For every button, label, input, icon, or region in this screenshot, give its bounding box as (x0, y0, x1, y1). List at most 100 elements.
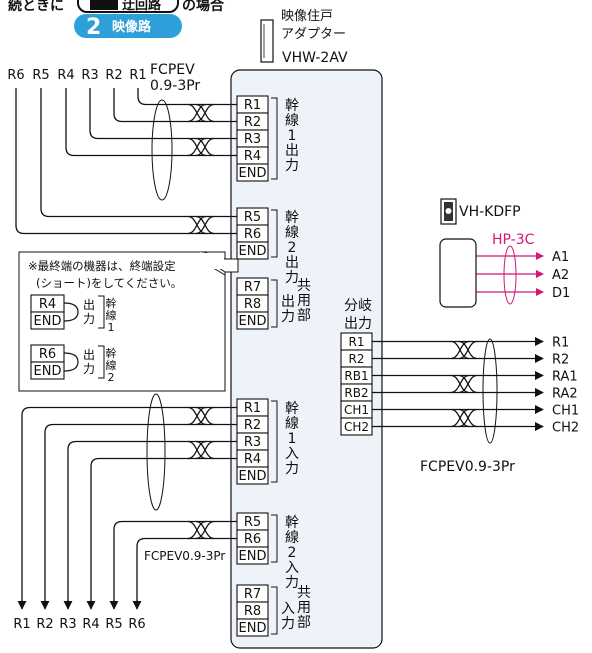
bottom-wire (21, 406, 237, 608)
short-loop (63, 352, 79, 372)
adapter-icon (260, 19, 274, 63)
top-wire-label: R3 (81, 68, 98, 83)
group-label-char: 2 (288, 240, 297, 256)
terminal-label: END (239, 314, 267, 329)
bottom-wire-label: R4 (82, 617, 99, 632)
note-out-label: 出 (83, 298, 95, 312)
device-output-label: A2 (552, 268, 569, 283)
top-wire-label: R5 (32, 68, 49, 83)
terminal-label: R3 (244, 132, 261, 147)
group-label-char: 力 (281, 309, 295, 325)
header-box-fill (90, 0, 118, 10)
group-label-char: 入 (285, 446, 299, 462)
note-line2: (ショート)をしてください。 (36, 276, 182, 290)
group-label-char: 幹 (285, 97, 299, 114)
terminal-end (236, 163, 269, 182)
group-label-char: 入 (281, 601, 295, 617)
branch-terminal (340, 417, 373, 436)
group-bracket (271, 514, 278, 563)
terminal-label: END (239, 549, 267, 564)
group-label-char: 1 (288, 128, 297, 144)
group-bracket (271, 586, 278, 635)
note-ex-label: 幹 (106, 346, 117, 360)
terminal-label: R2 (244, 418, 261, 433)
note-box: ※最終端の機器は、終端設定 (ショート)をしてください。 R4END出力幹線1R… (18, 251, 239, 392)
device-output-label: A1 (552, 250, 569, 265)
branch-output-label: R2 (552, 353, 569, 368)
twist-mark (187, 137, 207, 157)
note-ex-label: 線 (106, 358, 117, 372)
cable-bottom: FCPEV0.9-3Pr (144, 549, 225, 563)
group-label-char: 2 (288, 545, 297, 561)
terminal-blocks: R1R2R3R4END幹線1出力R5R6END幹線2出力R7R8END出力共用部… (236, 95, 474, 637)
group-label-char: 出 (281, 294, 295, 310)
group-label-char: 線 (285, 225, 299, 241)
group-sublabel-char: 部 (297, 308, 311, 324)
twist-mark (450, 340, 470, 360)
branch-terminal-label: RB2 (344, 386, 368, 400)
header-boxed: 迂回路 (122, 0, 162, 13)
top-wire-label: R2 (105, 68, 122, 83)
branch-terminal-label: CH2 (344, 420, 369, 434)
twist-mark (195, 440, 215, 460)
group-label: 入力 (281, 601, 295, 632)
note-ex-label: 幹 (106, 296, 117, 310)
note-ex-label: 線 (106, 308, 117, 322)
group-label-char: 幹 (285, 209, 299, 226)
note-line1: ※最終端の機器は、終端設定 (28, 259, 176, 273)
branch-title-1: 分岐 (344, 298, 372, 314)
terminal-label: R3 (244, 435, 261, 450)
note-out-label: 出 (83, 348, 95, 362)
bottom-wire (90, 457, 237, 608)
group-sublabel-char: 部 (297, 615, 311, 631)
note-bracket (98, 345, 105, 379)
twist-mark (450, 408, 470, 428)
note-terminal-label: END (34, 364, 62, 379)
bottom-wire-label: R5 (105, 617, 122, 632)
note-out-label: 力 (83, 312, 95, 326)
twist-mark (195, 406, 215, 426)
group-sublabel-char: 共 (297, 585, 311, 601)
terminal-end (236, 311, 269, 330)
branch-terminal-label: CH1 (344, 403, 369, 417)
cable-top-line2: 0.9-3Pr (150, 78, 200, 94)
terminal-end (236, 466, 269, 485)
terminal-label: R1 (244, 98, 261, 113)
group-bracket (271, 97, 278, 180)
terminal-label: R6 (244, 532, 261, 547)
group-label-char: 力 (285, 270, 299, 286)
twist-mark (458, 408, 478, 428)
device-wire-arrow (536, 288, 544, 296)
terminal-end (236, 546, 269, 565)
group-label-char: 入 (285, 560, 299, 576)
group-label-char: 力 (285, 575, 299, 591)
twist-mark (458, 340, 478, 360)
terminal-end (236, 241, 269, 260)
group-label-char: 幹 (285, 514, 299, 531)
branch-terminal-label: RB1 (344, 369, 368, 383)
cable-top-line1: FCPEV (150, 62, 195, 78)
twist-mark (187, 215, 207, 235)
group-sublabel-char: 共 (297, 278, 311, 294)
group-label-char: 1 (288, 431, 297, 447)
branch-output-label: RA1 (552, 370, 578, 385)
group-sublabel: 共用部 (297, 585, 311, 631)
terminal-label: R4 (244, 149, 261, 164)
top-wire-label: R4 (57, 68, 74, 83)
branch-output-label: CH2 (552, 421, 579, 436)
cable-bundle (146, 393, 166, 511)
group-label-char: 幹 (285, 400, 299, 417)
terminal-label: R8 (244, 604, 261, 619)
group-label-char: 線 (285, 530, 299, 546)
top-wire (65, 88, 237, 157)
group-bracket (271, 209, 278, 258)
terminal-label: R8 (244, 297, 261, 312)
group-bracket (271, 279, 278, 328)
short-loop (63, 302, 79, 322)
terminal-label: R1 (244, 401, 261, 416)
twist-mark (195, 520, 215, 540)
